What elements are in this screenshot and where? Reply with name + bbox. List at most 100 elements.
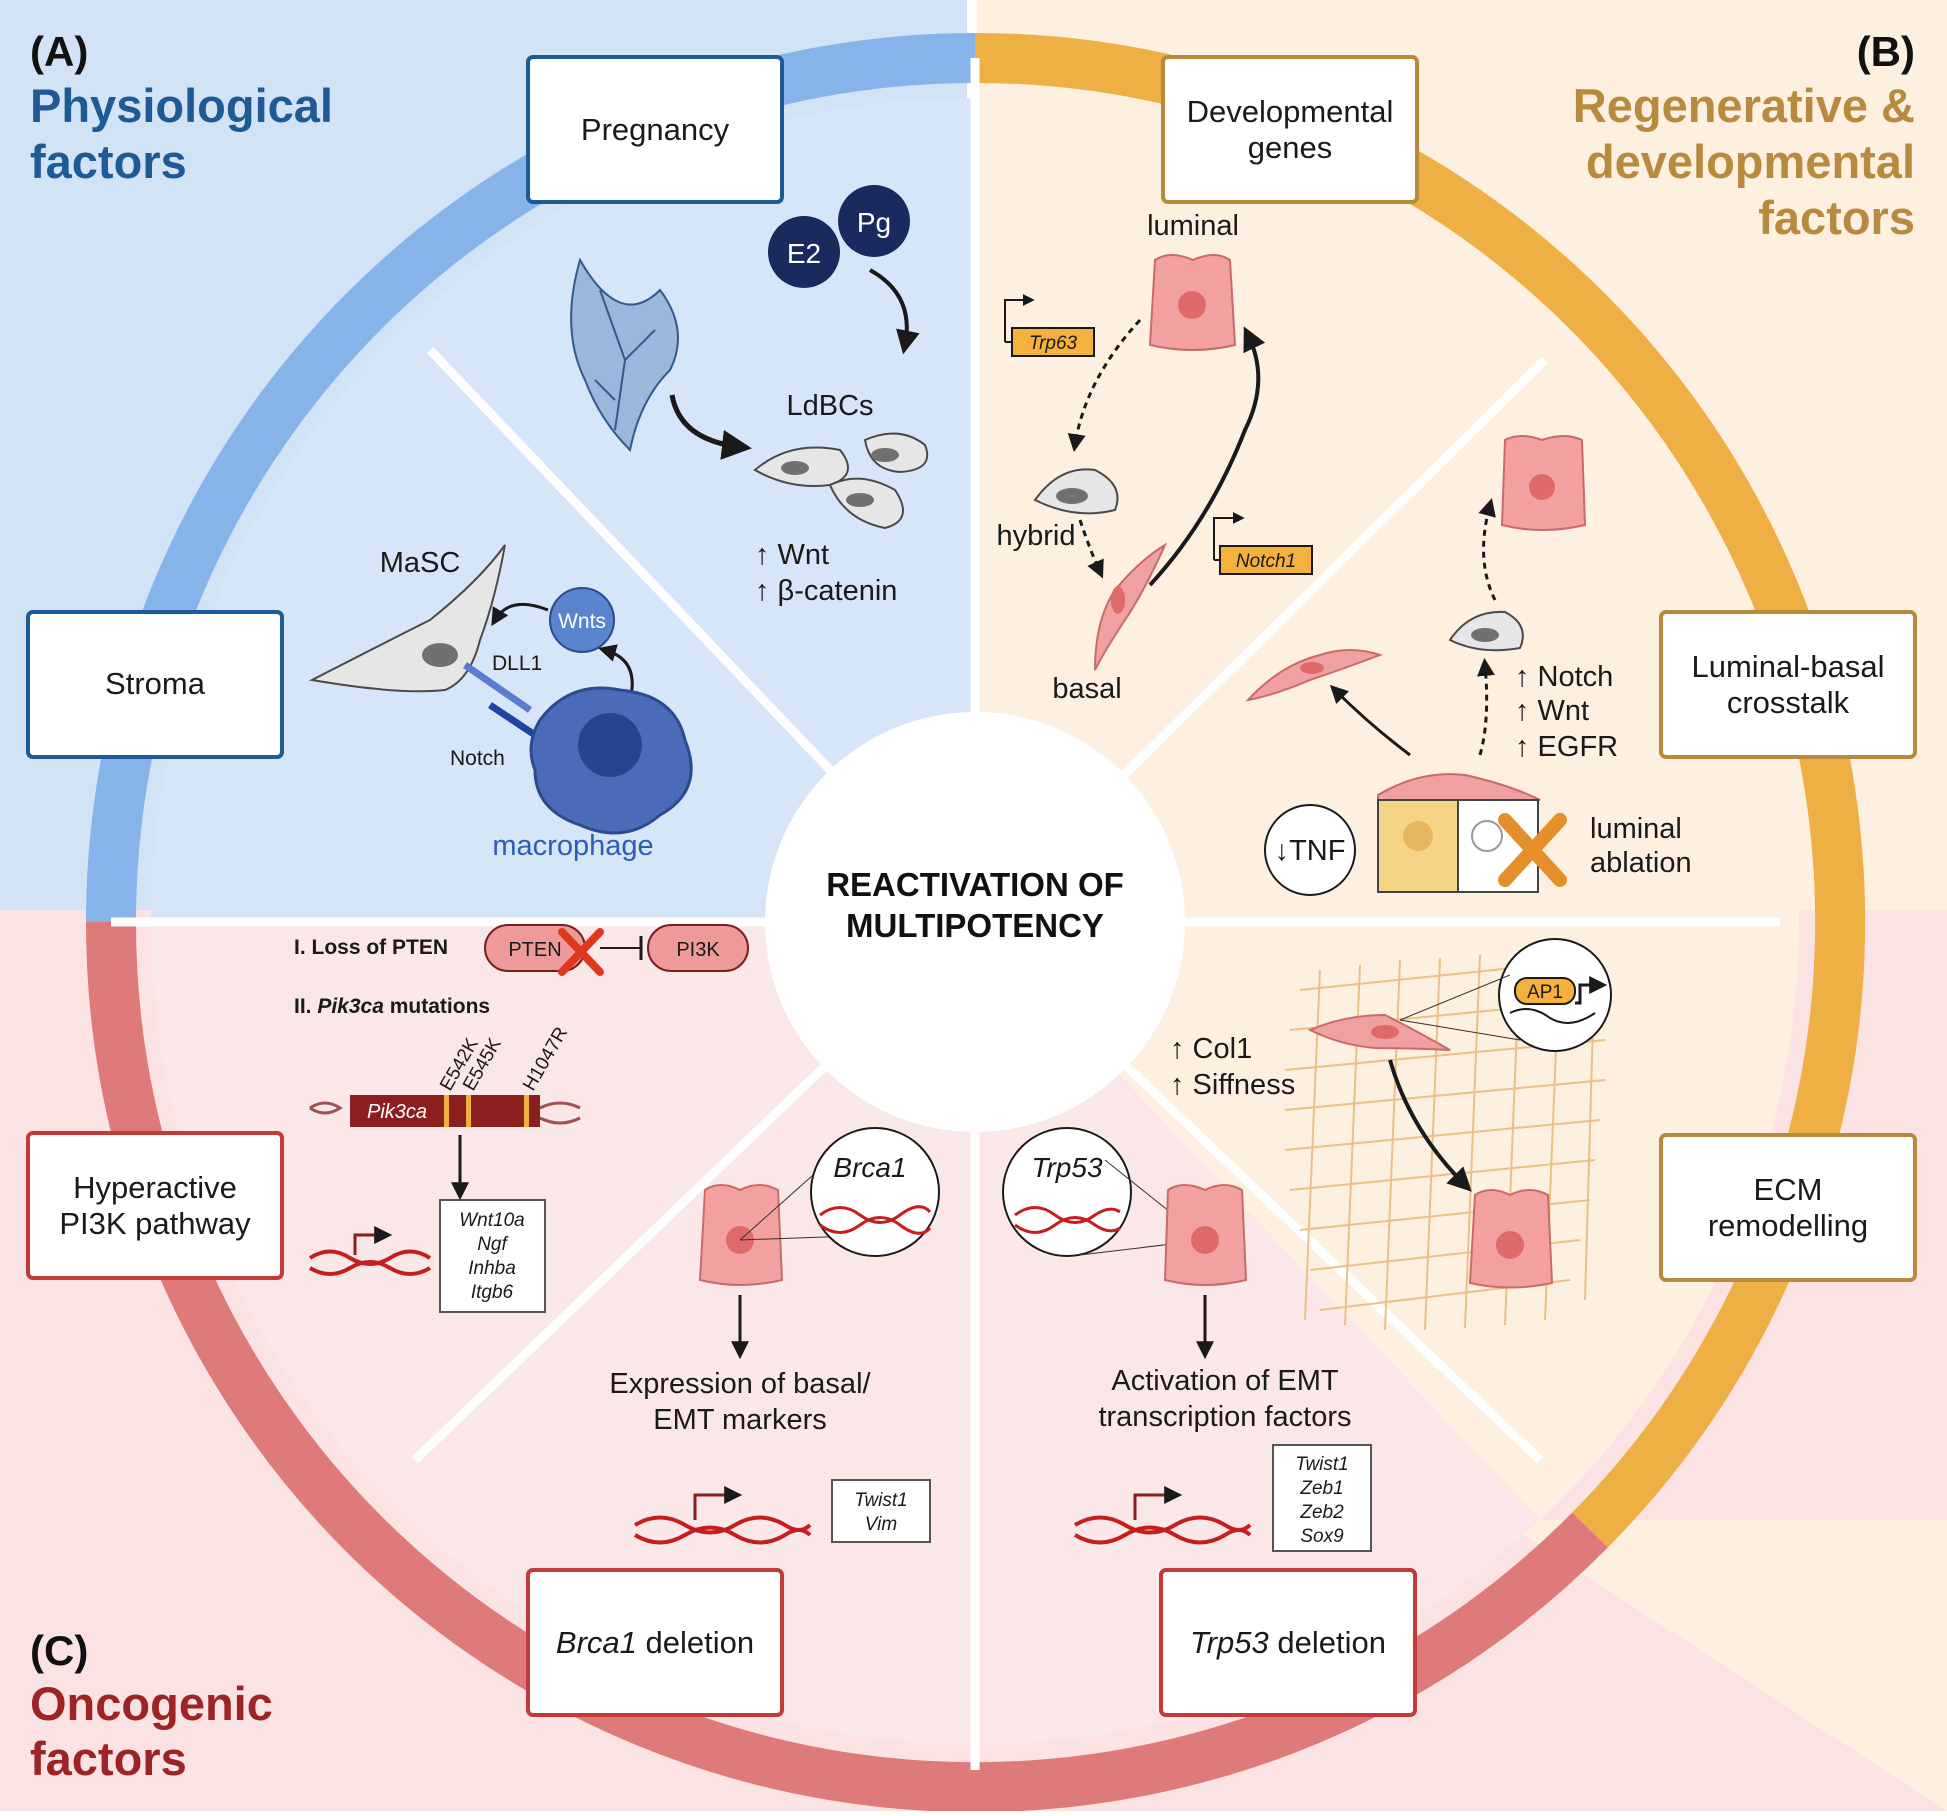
trp53-result-line1: Activation of EMT xyxy=(1111,1365,1339,1397)
svg-text:remodelling: remodelling xyxy=(1708,1208,1868,1243)
luminal-label: luminal xyxy=(1147,210,1239,242)
brca1-result-line1: Expression of basal/ xyxy=(609,1368,871,1400)
ecm-luminal-cell xyxy=(1468,1189,1554,1289)
svg-text:Twist1: Twist1 xyxy=(1295,1454,1348,1475)
ap1-circle: AP1 xyxy=(1498,938,1612,1052)
pregnancy-box: Pregnancy xyxy=(526,55,784,204)
luminal-ablation-line2: ablation xyxy=(1590,847,1692,879)
svg-text:Ngf: Ngf xyxy=(477,1234,508,1255)
mammary-gland-icon xyxy=(570,257,679,453)
stroma-box: Stroma xyxy=(26,610,284,759)
ablation-x-icon xyxy=(1498,813,1567,887)
brca1-cell xyxy=(698,1184,784,1286)
trp53-targets-box: Twist1 Zeb1 Zeb2 Sox9 xyxy=(1272,1444,1372,1552)
basal-cell xyxy=(1094,542,1168,671)
svg-text:genes: genes xyxy=(1248,130,1332,165)
svg-text:AP1: AP1 xyxy=(1527,982,1563,1003)
panel-b-title-line3: factors xyxy=(1758,191,1915,244)
stiffness-up-label: ↑ Siffness xyxy=(1170,1069,1295,1101)
pten-pill: PTEN xyxy=(484,924,586,972)
stroma-label: Stroma xyxy=(105,666,206,701)
masc-label: MaSC xyxy=(380,547,461,579)
up-wnt-label: ↑ Wnt xyxy=(1515,695,1589,727)
svg-text:Trp63: Trp63 xyxy=(1029,333,1078,354)
svg-text:↓TNF: ↓TNF xyxy=(1275,835,1346,867)
svg-text:Itgb6: Itgb6 xyxy=(471,1282,514,1303)
center-circle xyxy=(765,712,1185,1132)
pten-inhibited-x-icon xyxy=(558,928,604,976)
svg-text:E2: E2 xyxy=(787,238,821,269)
brca1-deletion-box: Brca1 deletion xyxy=(526,1568,784,1717)
svg-text:Brca1 deletion: Brca1 deletion xyxy=(556,1625,754,1660)
pg-hormone: Pg xyxy=(838,185,910,257)
macrophage-cell xyxy=(529,686,693,835)
dll1-label: DLL1 xyxy=(492,652,542,675)
svg-text:Brca1: Brca1 xyxy=(833,1152,906,1183)
svg-text:PTEN: PTEN xyxy=(508,939,561,961)
brca1-targets-box: Twist1 Vim xyxy=(831,1479,931,1543)
tnf-circle: ↓TNF xyxy=(1264,804,1356,896)
ecm-remodelling-box: ECM remodelling xyxy=(1659,1133,1917,1282)
svg-text:Pik3ca: Pik3ca xyxy=(367,1101,427,1123)
brca1-result-line2: EMT markers xyxy=(653,1404,826,1436)
svg-text:Twist1: Twist1 xyxy=(854,1490,907,1511)
hybrid-label: hybrid xyxy=(997,520,1076,552)
trp53-dna-icon xyxy=(1073,1486,1252,1545)
macrophage-label: macrophage xyxy=(492,830,653,862)
panel-a-title-line2: factors xyxy=(30,135,187,188)
brca1-dna-icon xyxy=(633,1486,812,1545)
masc-cell xyxy=(308,544,506,693)
pi3k-pill: PI3K xyxy=(647,924,749,972)
pik3ca-mutations-label: II. Pik3ca mutations xyxy=(294,995,490,1018)
svg-text:Sox9: Sox9 xyxy=(1300,1526,1344,1547)
trp53-result-line2: transcription factors xyxy=(1098,1401,1351,1433)
svg-text:Luminal-basal: Luminal-basal xyxy=(1692,649,1885,684)
svg-text:Notch1: Notch1 xyxy=(1236,551,1296,572)
svg-text:Zeb2: Zeb2 xyxy=(1299,1502,1344,1523)
intermediate-cell xyxy=(1448,610,1524,652)
panel-a-letter: (A) xyxy=(30,28,88,75)
svg-text:ECM: ECM xyxy=(1754,1172,1823,1207)
elongated-basal-cell xyxy=(1245,649,1383,702)
ldbcs-label: LdBCs xyxy=(786,390,873,422)
developmental-genes-box: Developmental genes xyxy=(1161,55,1419,204)
panel-c-title-line2: factors xyxy=(30,1732,187,1785)
trp53-deletion-box: Trp53 deletion xyxy=(1159,1568,1417,1717)
brca1-circle: Brca1 xyxy=(810,1127,940,1257)
up-egfr-label: ↑ EGFR xyxy=(1515,731,1618,763)
wnts-bubble: Wnts xyxy=(549,587,615,653)
up-notch-label: ↑ Notch xyxy=(1515,661,1613,693)
pi3k-targets-box: Wnt10a Ngf Inhba Itgb6 xyxy=(439,1199,546,1313)
svg-text:Trp53: Trp53 xyxy=(1031,1152,1102,1183)
pik3ca-gene-bar: Pik3ca xyxy=(309,1095,581,1127)
hybrid-cell xyxy=(1033,468,1119,515)
center-title-line1: REACTIVATION OF xyxy=(826,866,1124,903)
trp63-gene: Trp63 xyxy=(1004,300,1095,357)
svg-text:PI3K pathway: PI3K pathway xyxy=(59,1206,251,1241)
svg-text:Hyperactive: Hyperactive xyxy=(73,1170,237,1205)
svg-text:Pg: Pg xyxy=(857,207,891,238)
luminal-basal-crosstalk-box: Luminal-basal crosstalk xyxy=(1659,610,1917,759)
panel-c-title-line1: Oncogenic xyxy=(30,1677,273,1730)
svg-text:Wnts: Wnts xyxy=(558,610,606,633)
center-title-line2: MULTIPOTENCY xyxy=(846,907,1104,944)
hyperactive-pi3k-box: Hyperactive PI3K pathway xyxy=(26,1131,284,1280)
panel-b-title-line2: developmental xyxy=(1586,135,1915,188)
svg-text:PI3K: PI3K xyxy=(676,939,720,961)
ecm-basal-cell xyxy=(1307,1013,1451,1051)
e2-hormone: E2 xyxy=(768,216,840,288)
wnt-up-label: ↑ Wnt xyxy=(755,539,829,571)
trp53-circle: Trp53 xyxy=(1002,1127,1132,1257)
notch-label: Notch xyxy=(450,747,505,770)
loss-of-pten-label: I. Loss of PTEN xyxy=(294,936,448,959)
svg-text:Trp53 deletion: Trp53 deletion xyxy=(1190,1625,1386,1660)
luminal-cell xyxy=(1148,254,1237,351)
basal-label: basal xyxy=(1052,673,1121,705)
svg-text:crosstalk: crosstalk xyxy=(1727,685,1850,720)
epithelium-bilayer xyxy=(1377,773,1541,893)
panel-b-title-line1: Regenerative & xyxy=(1573,79,1915,132)
svg-text:Wnt10a: Wnt10a xyxy=(459,1210,524,1231)
col1-up-label: ↑ Col1 xyxy=(1170,1033,1252,1065)
